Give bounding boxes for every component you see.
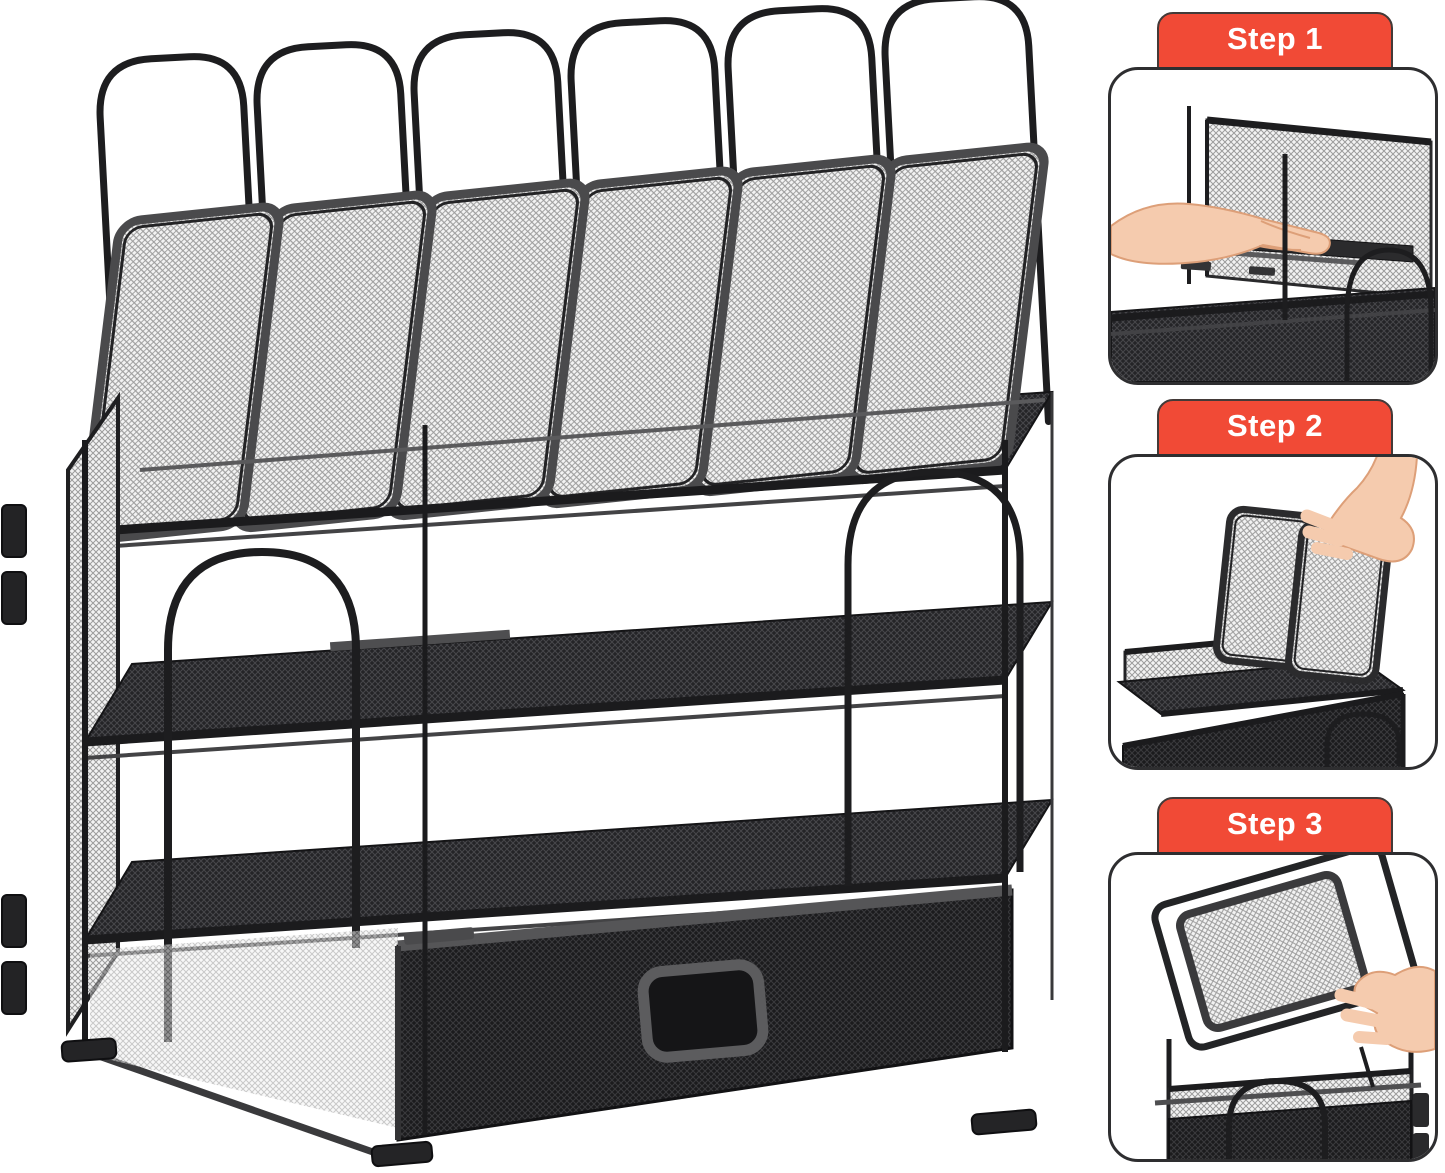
wire-hoop [567,17,738,469]
paper-support-arch [1344,247,1434,382]
tray-slide-rail [84,484,1006,550]
product-photo [1,0,1054,1168]
mesh-back-wall [1205,118,1433,300]
wall-mount-clip [1413,1133,1429,1159]
paper-support-arch-right [844,468,1024,886]
lower-tray [1111,286,1435,382]
upright-sorter-hoops [96,0,1052,505]
step-3-illustration [1151,855,1435,1159]
wire-hoop [724,5,895,457]
sliding-drawer [395,884,1014,1142]
frame-posts [82,392,1054,1135]
wire-hoop [253,41,424,493]
tray-front-rail [84,465,1006,537]
under-mesh-skirt [90,928,398,1128]
slide-rail [1154,1082,1422,1106]
step-2-illustration [1116,457,1418,767]
paper-support-arch-left [164,547,360,1042]
feet [60,1037,1038,1168]
wall-mount-clip [1413,1093,1429,1127]
desk-organizer-illustration [1,0,1054,1168]
letter-tray-middle [83,600,1054,760]
wire-hoop [410,29,581,481]
wall-mount-clips [1,504,27,1015]
hinge-wire [1359,1046,1375,1088]
step-3-card [1108,852,1438,1162]
base-rail [68,1042,392,1162]
paper-support-arch [1226,1077,1328,1159]
hand-icon [1334,965,1435,1053]
side-mesh-panel-tilted [1151,855,1420,1051]
wire-hoop [96,53,267,505]
step-1-illustration [1111,106,1435,382]
drawer-handle [637,959,769,1063]
wire-hoop [881,0,1052,445]
divider-support-rod [139,398,1046,472]
upright-divider-panels [78,142,1049,545]
step-1-card [1108,67,1438,385]
hand-icon [1300,457,1418,563]
step-2-card [1108,454,1438,770]
paper-support-arch [1324,711,1402,767]
